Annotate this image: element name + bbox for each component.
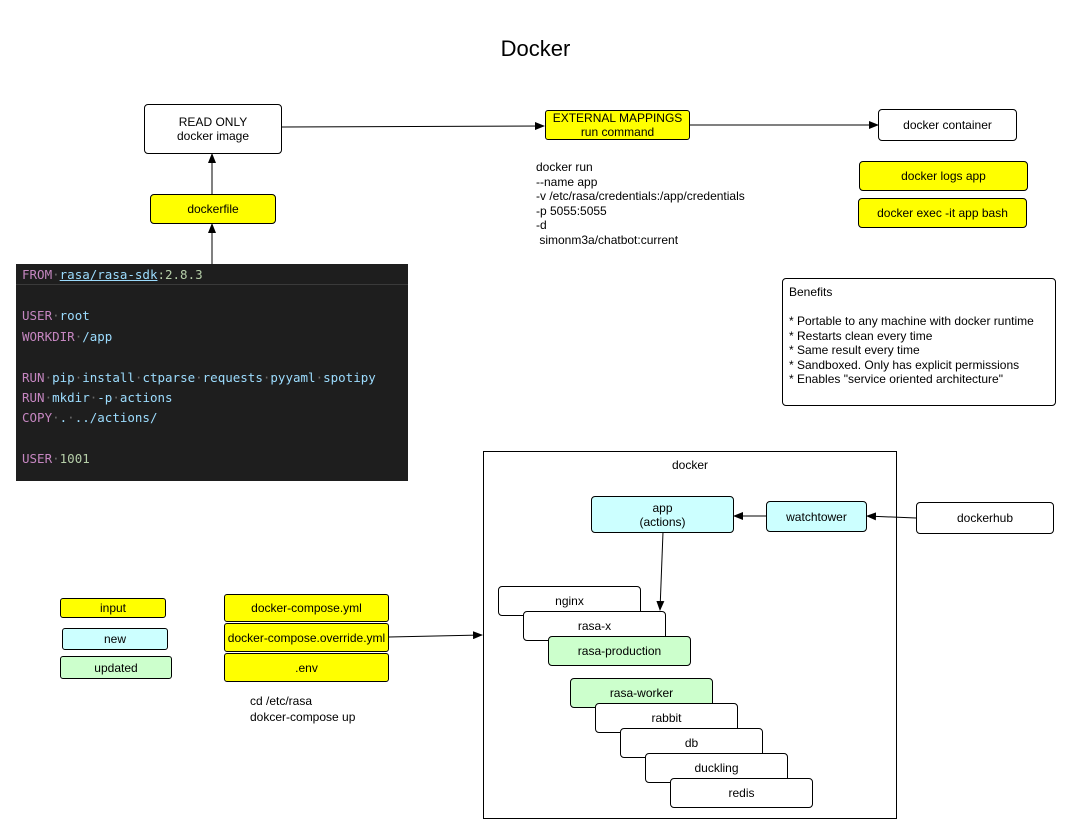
code-keyword: USER bbox=[22, 308, 53, 323]
code-arg: 1001 bbox=[59, 451, 90, 466]
dockerfile-code-block: FROM·rasa/rasa-sdk:2.8.3 USER·root WORKD… bbox=[16, 264, 408, 481]
code-arg: install bbox=[82, 370, 135, 385]
app-line1: app bbox=[652, 500, 673, 515]
run-line: docker run bbox=[536, 160, 593, 174]
code-keyword: USER bbox=[22, 451, 53, 466]
benefit-item: * Portable to any machine with docker ru… bbox=[789, 314, 1034, 328]
docker-image-line2: docker image bbox=[176, 129, 250, 143]
code-arg: ../actions/ bbox=[74, 410, 158, 425]
code-keyword: FROM bbox=[22, 267, 53, 282]
code-arg: pyyaml bbox=[270, 370, 316, 385]
run-line: -p 5055:5055 bbox=[536, 203, 607, 218]
code-arg: root bbox=[59, 308, 90, 323]
benefit-item: * Same result every time bbox=[789, 343, 920, 357]
code-keyword: RUN bbox=[22, 390, 45, 405]
compose-cmd-up: dokcer-compose up bbox=[250, 710, 356, 724]
run-line: --name app bbox=[536, 174, 598, 189]
benefits-box: Benefits * Portable to any machine with … bbox=[782, 278, 1056, 406]
code-line-run-pip: RUN·pip·install·ctparse·requests·pyyaml·… bbox=[22, 370, 376, 385]
watchtower-box: watchtower bbox=[766, 501, 867, 532]
run-command-text: docker run --name app -v /etc/rasa/crede… bbox=[536, 160, 745, 247]
code-arg: -p bbox=[97, 390, 113, 405]
external-mappings-box: EXTERNAL MAPPINGS run command bbox=[545, 110, 690, 140]
arrow-dockerhub-to-watchtower bbox=[866, 512, 917, 521]
app-line2: (actions) bbox=[639, 514, 686, 529]
benefit-item: * Restarts clean every time bbox=[789, 328, 933, 343]
code-image: rasa/rasa-sdk bbox=[59, 267, 158, 282]
redis-box: redis bbox=[670, 778, 813, 808]
run-line: -d bbox=[536, 218, 547, 232]
mappings-line2: run command bbox=[580, 125, 655, 139]
compose-override-box: docker-compose.override.yml bbox=[224, 623, 389, 652]
run-line: -v /etc/rasa/credentials:/app/credential… bbox=[536, 189, 745, 203]
code-keyword: WORKDIR bbox=[22, 329, 75, 344]
arrow-compose-to-docker bbox=[388, 631, 483, 640]
code-line-user: USER·root bbox=[22, 308, 90, 323]
legend-input: input bbox=[60, 598, 166, 618]
compose-yml-box: docker-compose.yml bbox=[224, 594, 389, 622]
run-line: simonm3a/chatbot:current bbox=[536, 232, 679, 247]
benefits-title: Benefits bbox=[789, 285, 833, 299]
code-line-workdir: WORKDIR·/app bbox=[22, 329, 113, 344]
code-keyword: COPY bbox=[22, 410, 53, 425]
docker-container-box: docker container bbox=[878, 109, 1017, 141]
code-keyword: RUN bbox=[22, 370, 45, 385]
docker-exec-box: docker exec -it app bash bbox=[858, 198, 1027, 228]
code-arg: mkdir bbox=[52, 390, 90, 405]
mappings-line1: EXTERNAL MAPPINGS bbox=[552, 111, 683, 125]
code-line-user-1001: USER·1001 bbox=[22, 451, 90, 466]
code-arg: spotipy bbox=[323, 370, 376, 385]
code-arg: . bbox=[59, 410, 68, 425]
dockerfile-box: dockerfile bbox=[150, 194, 276, 224]
docker-image-box: READ ONLY docker image bbox=[144, 104, 282, 154]
dockerhub-box: dockerhub bbox=[916, 502, 1054, 534]
docker-logs-box: docker logs app bbox=[859, 161, 1028, 191]
arrow-app-to-nginx bbox=[656, 531, 665, 611]
rasa-production-box: rasa-production bbox=[548, 636, 691, 666]
code-arg: requests bbox=[202, 370, 263, 385]
benefit-item: * Sandboxed. Only has explicit permissio… bbox=[789, 357, 1020, 372]
legend-updated: updated bbox=[60, 656, 172, 679]
env-file-box: .env bbox=[224, 653, 389, 682]
legend-new: new bbox=[62, 628, 168, 650]
page-title: Docker bbox=[500, 36, 571, 61]
code-line-copy: COPY·.·../actions/ bbox=[22, 410, 158, 425]
docker-image-line1: READ ONLY bbox=[178, 115, 248, 129]
code-arg: ctparse bbox=[142, 370, 196, 385]
app-service-box: app (actions) bbox=[591, 496, 734, 533]
compose-cmd-cd: cd /etc/rasa bbox=[250, 694, 313, 708]
duckling-box: duckling bbox=[645, 753, 788, 783]
docker-frame-label: docker bbox=[671, 458, 709, 472]
code-line-from: FROM·rasa/rasa-sdk:2.8.3 bbox=[22, 267, 203, 282]
arrow-image-to-mappings bbox=[281, 122, 545, 131]
code-arg: pip bbox=[52, 370, 75, 385]
benefit-item: * Enables "service oriented architecture… bbox=[789, 372, 1003, 386]
docker-frame bbox=[483, 451, 897, 819]
code-line-run-mkdir: RUN·mkdir·-p·actions bbox=[22, 390, 173, 405]
code-arg: actions bbox=[119, 390, 173, 405]
code-tag: :2.8.3 bbox=[157, 267, 203, 282]
code-divider bbox=[16, 284, 408, 285]
code-arg: /app bbox=[82, 329, 113, 344]
